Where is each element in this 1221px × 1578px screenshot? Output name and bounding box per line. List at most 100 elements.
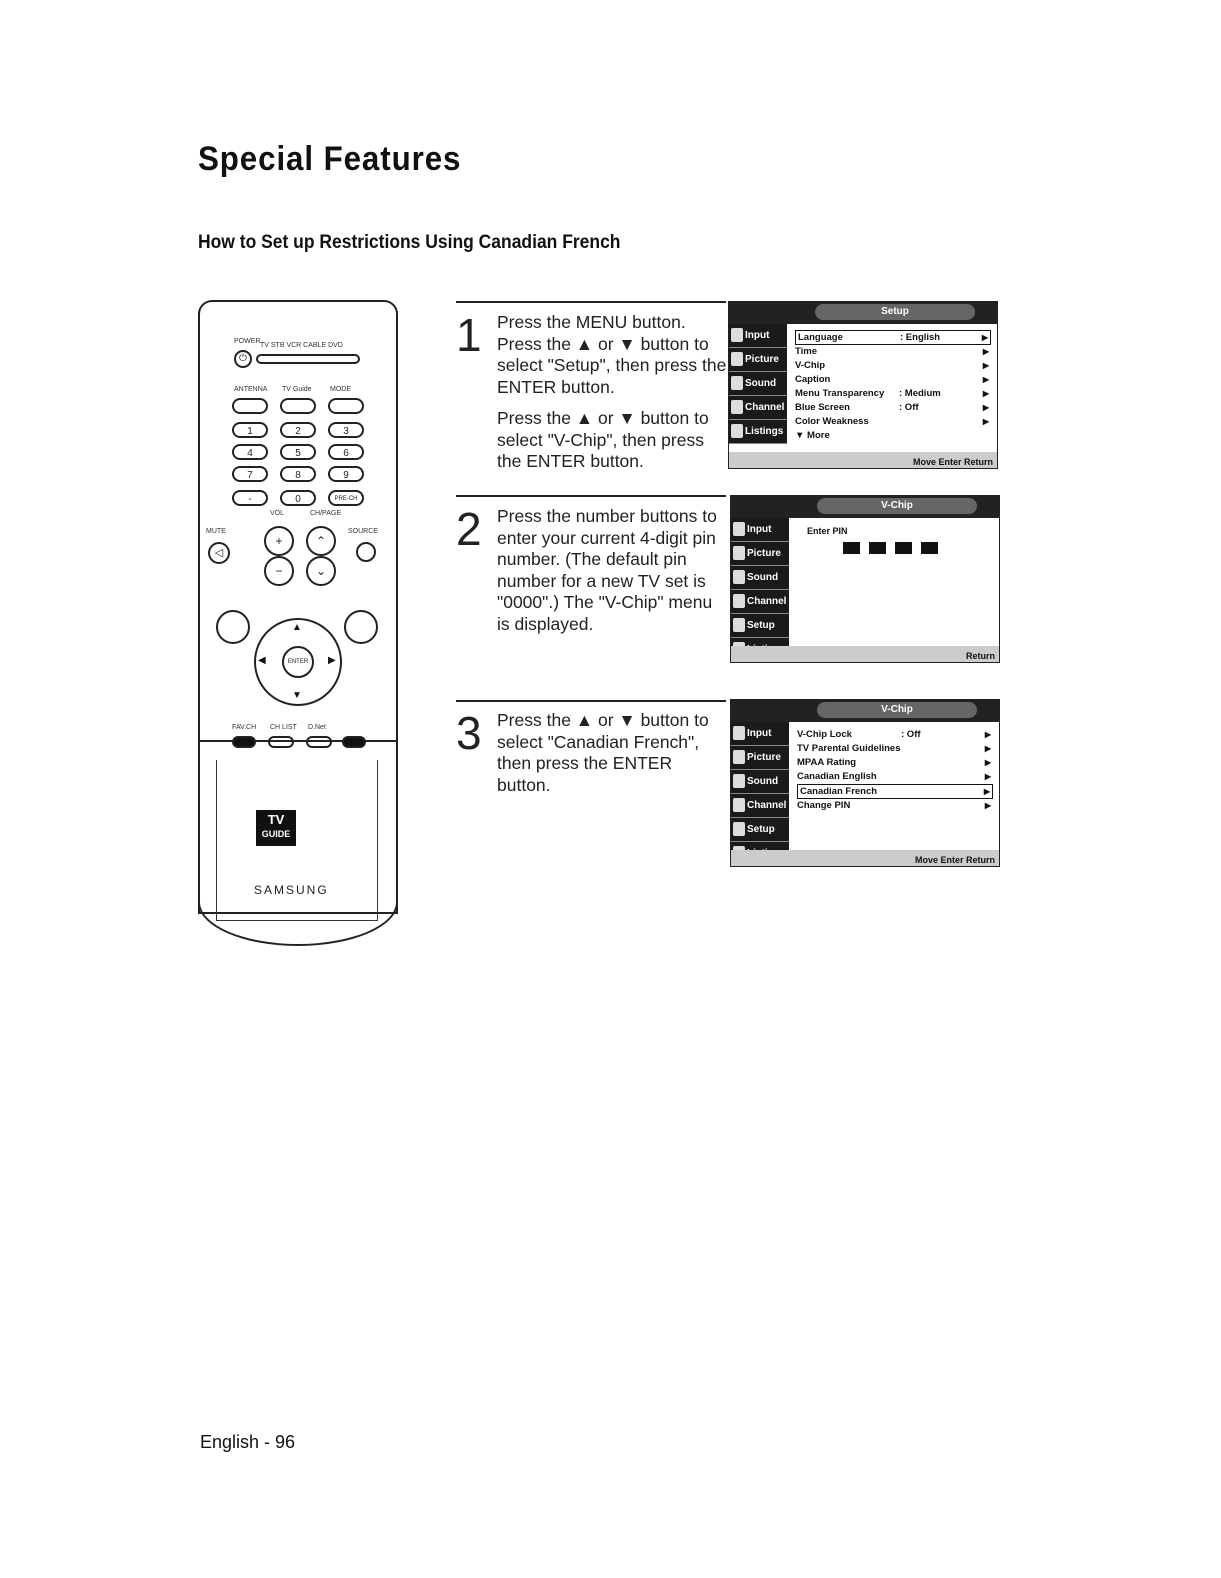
- osd-bottom-bar: Move Enter Return: [729, 452, 997, 468]
- pin-digit-box: [921, 542, 938, 554]
- step-2-paragraph-1: Press the number buttons to enter your c…: [497, 506, 717, 634]
- brand-logo: SAMSUNG: [254, 883, 329, 897]
- source-label: SOURCE: [348, 528, 378, 535]
- right-arrow-icon: ▶: [984, 772, 991, 781]
- sidebar-item-channel: Channel: [729, 396, 787, 420]
- sidebar-item-input: Input: [731, 518, 789, 542]
- sidebar-item-sound: Sound: [729, 372, 787, 396]
- menu-item-blue-screen: Blue Screen: Off▶: [795, 402, 989, 413]
- fav-button: [232, 736, 256, 748]
- power-label: POWER: [234, 338, 261, 345]
- mode-button: [328, 398, 364, 414]
- ch-down-icon: ⌄: [306, 556, 336, 586]
- menu-item-menu-transparency: Menu Transparency: Medium▶: [795, 388, 989, 399]
- picture-icon: [731, 352, 743, 366]
- osd-bottom-hint: Move Enter Return: [914, 855, 995, 865]
- menu-item-more: ▼ More: [795, 430, 830, 441]
- menu-item-language: Language: English▶: [795, 330, 991, 345]
- step-2-number: 2: [456, 503, 482, 555]
- right-arrow-icon: ▶: [982, 389, 989, 398]
- tv-guide-logo-guide: GUIDE: [261, 829, 291, 839]
- right-arrow-icon: ▶: [983, 787, 990, 796]
- step-2-text: Press the number buttons to enter your c…: [497, 506, 727, 645]
- remote-inner-outline: [216, 760, 378, 921]
- step-3-number: 3: [456, 707, 482, 759]
- osd-title: Setup: [815, 304, 975, 320]
- right-arrow-icon: ▶: [984, 801, 991, 810]
- osd-title: V-Chip: [817, 498, 977, 514]
- power-icon: ⏻: [234, 350, 252, 368]
- listings-icon: [731, 424, 743, 438]
- sidebar-item-channel: Channel: [731, 590, 789, 614]
- menu-item-vchip: V-Chip▶: [795, 360, 989, 371]
- sidebar-item-channel: Channel: [731, 794, 789, 818]
- sound-icon: [733, 774, 745, 788]
- vol-label: VOL: [270, 510, 285, 517]
- right-arrow-icon: ▶: [984, 744, 991, 753]
- fav-label: FAV.CH: [232, 724, 257, 731]
- menu-button: [216, 610, 250, 644]
- digit-9-button: 9: [328, 466, 364, 482]
- tv-guide-logo-tv: TV: [267, 812, 285, 827]
- menu-item-caption: Caption▶: [795, 374, 989, 385]
- menu-item-mpaa-rating: MPAA Rating▶: [797, 757, 991, 768]
- step-1-rule: [456, 301, 726, 303]
- channel-icon: [731, 400, 743, 414]
- pin-digit-box: [869, 542, 886, 554]
- page-title: Special Features: [198, 140, 462, 178]
- tvguide-label: TV Guide: [282, 386, 312, 393]
- sidebar-item-setup: Setup: [731, 818, 789, 842]
- right-arrow-icon: ▶: [982, 361, 989, 370]
- sidebar-item-input: Input: [731, 722, 789, 746]
- ch-label: CH/PAGE: [310, 510, 341, 517]
- source-button: [356, 542, 376, 562]
- setup-icon: [733, 822, 745, 836]
- mode-indicator: [256, 354, 360, 364]
- sidebar-item-listings: Listings: [729, 420, 787, 444]
- osd-bottom-bar: Return: [731, 646, 999, 662]
- step-1-paragraph-1: Press the MENU button. Press the ▲ or ▼ …: [497, 312, 727, 397]
- sound-icon: [733, 570, 745, 584]
- antenna-button: [232, 398, 268, 414]
- osd-vchip-menu: V-Chip Lock: Off▶ TV Parental Guidelines…: [797, 728, 993, 813]
- tv-guide-logo: TV GUIDE: [256, 810, 296, 846]
- mode-label: MODE: [330, 386, 351, 393]
- menu-item-change-pin: Change PIN▶: [797, 800, 991, 811]
- sidebar-item-picture: Picture: [731, 542, 789, 566]
- page-footer: English - 96: [200, 1432, 296, 1452]
- info-button: [306, 736, 332, 748]
- vol-up-icon: +: [264, 526, 294, 556]
- pin-digit-box: [895, 542, 912, 554]
- right-arrow-icon: ▶: [982, 417, 989, 426]
- menu-item-time: Time▶: [795, 346, 989, 357]
- right-arrow-icon: ▶: [328, 655, 336, 666]
- step-1-text: Press the MENU button. Press the ▲ or ▼ …: [497, 312, 727, 483]
- pin-digit-box: [843, 542, 860, 554]
- menu-item-color-weakness: Color Weakness▶: [795, 416, 989, 427]
- right-arrow-icon: ▶: [981, 333, 988, 342]
- input-icon: [733, 522, 745, 536]
- sidebar-item-picture: Picture: [729, 348, 787, 372]
- enter-pin-label: Enter PIN: [807, 526, 848, 536]
- channel-icon: [733, 798, 745, 812]
- osd-enter-pin-screen: V-Chip Input Picture Sound Channel Setup…: [730, 495, 1000, 663]
- digit-6-button: 6: [328, 444, 364, 460]
- up-arrow-icon: ▲: [292, 622, 302, 633]
- left-arrow-icon: ◀: [258, 655, 266, 666]
- tvguide-button: [280, 398, 316, 414]
- vol-down-icon: −: [264, 556, 294, 586]
- step-3-paragraph-1: Press the ▲ or ▼ button to select "Canad…: [497, 710, 709, 795]
- section-heading: How to Set up Restrictions Using Canadia…: [198, 232, 621, 253]
- chlist-label: CH LIST: [270, 724, 297, 731]
- mute-icon: ◁: [208, 542, 230, 564]
- digit-7-button: 7: [232, 466, 268, 482]
- ch-up-icon: ⌃: [306, 526, 336, 556]
- dash-button: -: [232, 490, 268, 506]
- step-3-text: Press the ▲ or ▼ button to select "Canad…: [497, 710, 727, 806]
- extra-button: [342, 736, 366, 748]
- menu-item-tv-parental-guidelines: TV Parental Guidelines▶: [797, 743, 991, 754]
- picture-icon: [733, 750, 745, 764]
- digit-4-button: 4: [232, 444, 268, 460]
- osd-bottom-hint: Return: [966, 651, 995, 661]
- osd-sidebar: Input Picture Sound Channel Setup Listin…: [731, 518, 789, 662]
